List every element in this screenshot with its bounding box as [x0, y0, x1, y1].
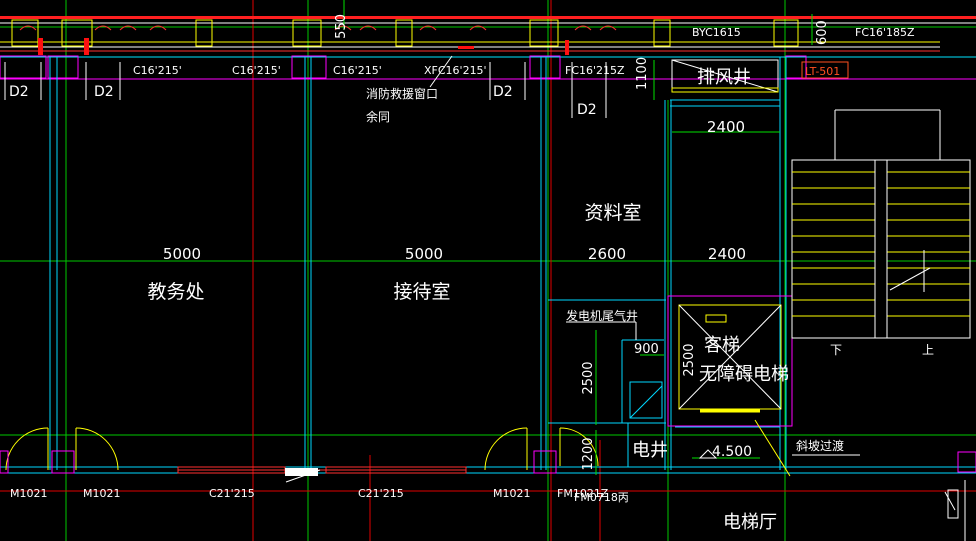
dim-5000-a: 5000: [163, 245, 201, 263]
room-paifeng: 排风井: [697, 67, 751, 88]
dim-600: 600: [815, 20, 830, 45]
room-dianjing: 电井: [632, 440, 668, 461]
exhaust-shaft: [671, 59, 779, 93]
dim-1100: 1100: [635, 57, 650, 90]
room-wuzhangai: 无障碍电梯: [699, 364, 789, 385]
d2-tag-1: D2: [9, 84, 29, 100]
window-tag-xfc: XFC16'215': [424, 64, 487, 77]
bottom-windows: [0, 450, 976, 483]
room-ziliao: 资料室: [584, 202, 641, 224]
d2-tag-4: D2: [577, 102, 597, 118]
window-tag-c21a: C21'215: [209, 487, 255, 500]
dim-2500-a: 2500: [581, 361, 596, 394]
window-tag-fc: FC16'215Z: [565, 64, 625, 77]
dim-2600: 2600: [588, 245, 626, 263]
label-fadianji: 发电机尾气井: [566, 308, 638, 323]
window-tag-c3: C16'215': [333, 64, 382, 77]
note-line-2: 余同: [366, 109, 390, 124]
door-tag-m2: M1021: [83, 487, 121, 500]
window-tag-c21b: C21'215: [358, 487, 404, 500]
door-tag-fm1: FM1021Z: [557, 487, 609, 500]
stair-down: 下: [830, 343, 842, 357]
dim-5000-b: 5000: [405, 245, 443, 263]
label-xiebo: 斜坡过渡: [796, 438, 844, 453]
lift-tag: LT-501: [805, 65, 840, 78]
dim-550: 550: [334, 14, 349, 39]
room-keti: 客梯: [704, 335, 740, 356]
dim-900: 900: [634, 342, 659, 357]
d2-tag-2: D2: [94, 84, 114, 100]
window-tag-c2: C16'215': [232, 64, 281, 77]
note-line-1: 消防救援窗口: [366, 86, 438, 101]
leaders: [429, 55, 956, 511]
dim-1200: 1200: [581, 437, 596, 470]
dim-2400-mid: 2400: [708, 245, 746, 263]
window-tag-byc: BYC1615: [692, 26, 741, 39]
room-jiedai: 接待室: [393, 281, 450, 303]
room-diantiting: 电梯厅: [723, 512, 777, 533]
doors: [5, 419, 791, 477]
room-jiaowu: 教务处: [147, 281, 204, 303]
door-tag-m1: M1021: [10, 487, 48, 500]
walls: [0, 57, 976, 474]
window-tag-fc185: FC16'185Z: [855, 26, 915, 39]
top-facade: [0, 16, 976, 80]
dim-2400-top: 2400: [707, 118, 745, 136]
door-tag-m3: M1021: [493, 487, 531, 500]
d2-tags: [4, 62, 607, 118]
dim-2500-b: 2500: [682, 343, 697, 376]
elevator-shaft: [667, 295, 793, 427]
d2-tag-3: D2: [493, 84, 513, 100]
window-tag-c1: C16'215': [133, 64, 182, 77]
level-mark: 4.500: [712, 444, 752, 460]
staircase: [791, 109, 971, 339]
stair-up: 上: [922, 343, 934, 357]
door-tag-fm2: FM0718丙: [574, 491, 629, 504]
